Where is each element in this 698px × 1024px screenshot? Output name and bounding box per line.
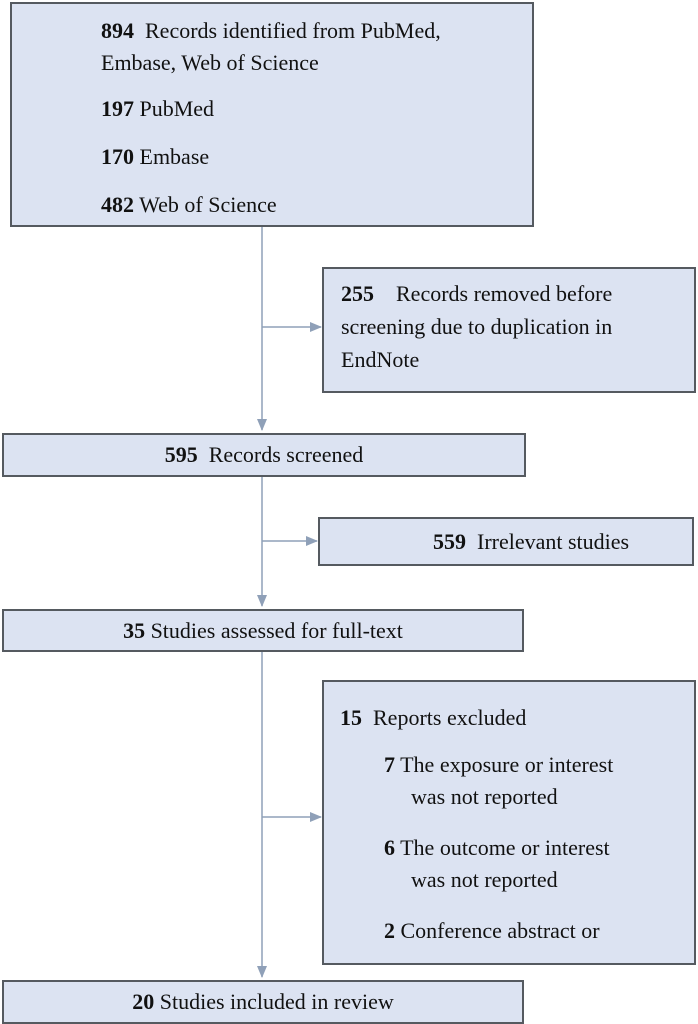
included-count: 20 <box>132 989 155 1014</box>
identified-total-count: 894 <box>101 18 134 43</box>
screened-label: Records screened <box>208 442 364 467</box>
identified-total-label: Records identified from PubMed, <box>145 18 441 43</box>
excluded-label: Reports excluded <box>373 705 527 730</box>
removed-label: Records removed before <box>396 281 613 306</box>
included-label: Studies included in review <box>159 989 394 1014</box>
assessed-count: 35 <box>123 618 146 643</box>
irrelevant-count: 559 <box>433 529 466 554</box>
records-identified-box: 894 Records identified from PubMed, Emba… <box>10 2 534 227</box>
exclusion-reason-outcome: 6 The outcome or interest was not report… <box>384 835 610 892</box>
screened-count: 595 <box>164 442 198 467</box>
source-pubmed: 197 PubMed <box>101 96 215 121</box>
removed-count: 255 <box>341 281 374 306</box>
identified-total-label-line2: Embase, Web of Science <box>101 50 319 75</box>
reports-excluded-box: 15 Reports excluded 7 The exposure or in… <box>322 680 696 965</box>
removed-label-line2: screening due to duplication in <box>341 314 613 339</box>
studies-assessed-box: 35 Studies assessed for full-text <box>2 609 524 652</box>
source-web-of-science: 482 Web of Science <box>101 192 277 217</box>
records-screened-box: 595 Records screened <box>2 433 526 477</box>
records-removed-box: 255 Records removed before screening due… <box>322 267 696 393</box>
source-embase: 170 Embase <box>101 144 210 169</box>
irrelevant-label: Irrelevant studies <box>477 529 630 554</box>
studies-included-box: 20 Studies included in review <box>2 980 524 1024</box>
exclusion-reason-conference: 2 Conference abstract or <box>384 918 600 943</box>
exclusion-reason-exposure: 7 The exposure or interest was not repor… <box>384 752 614 809</box>
removed-label-line3: EndNote <box>341 347 420 372</box>
assessed-label: Studies assessed for full-text <box>150 618 403 643</box>
excluded-count: 15 <box>340 705 362 730</box>
irrelevant-studies-box: 559 Irrelevant studies <box>318 517 694 566</box>
